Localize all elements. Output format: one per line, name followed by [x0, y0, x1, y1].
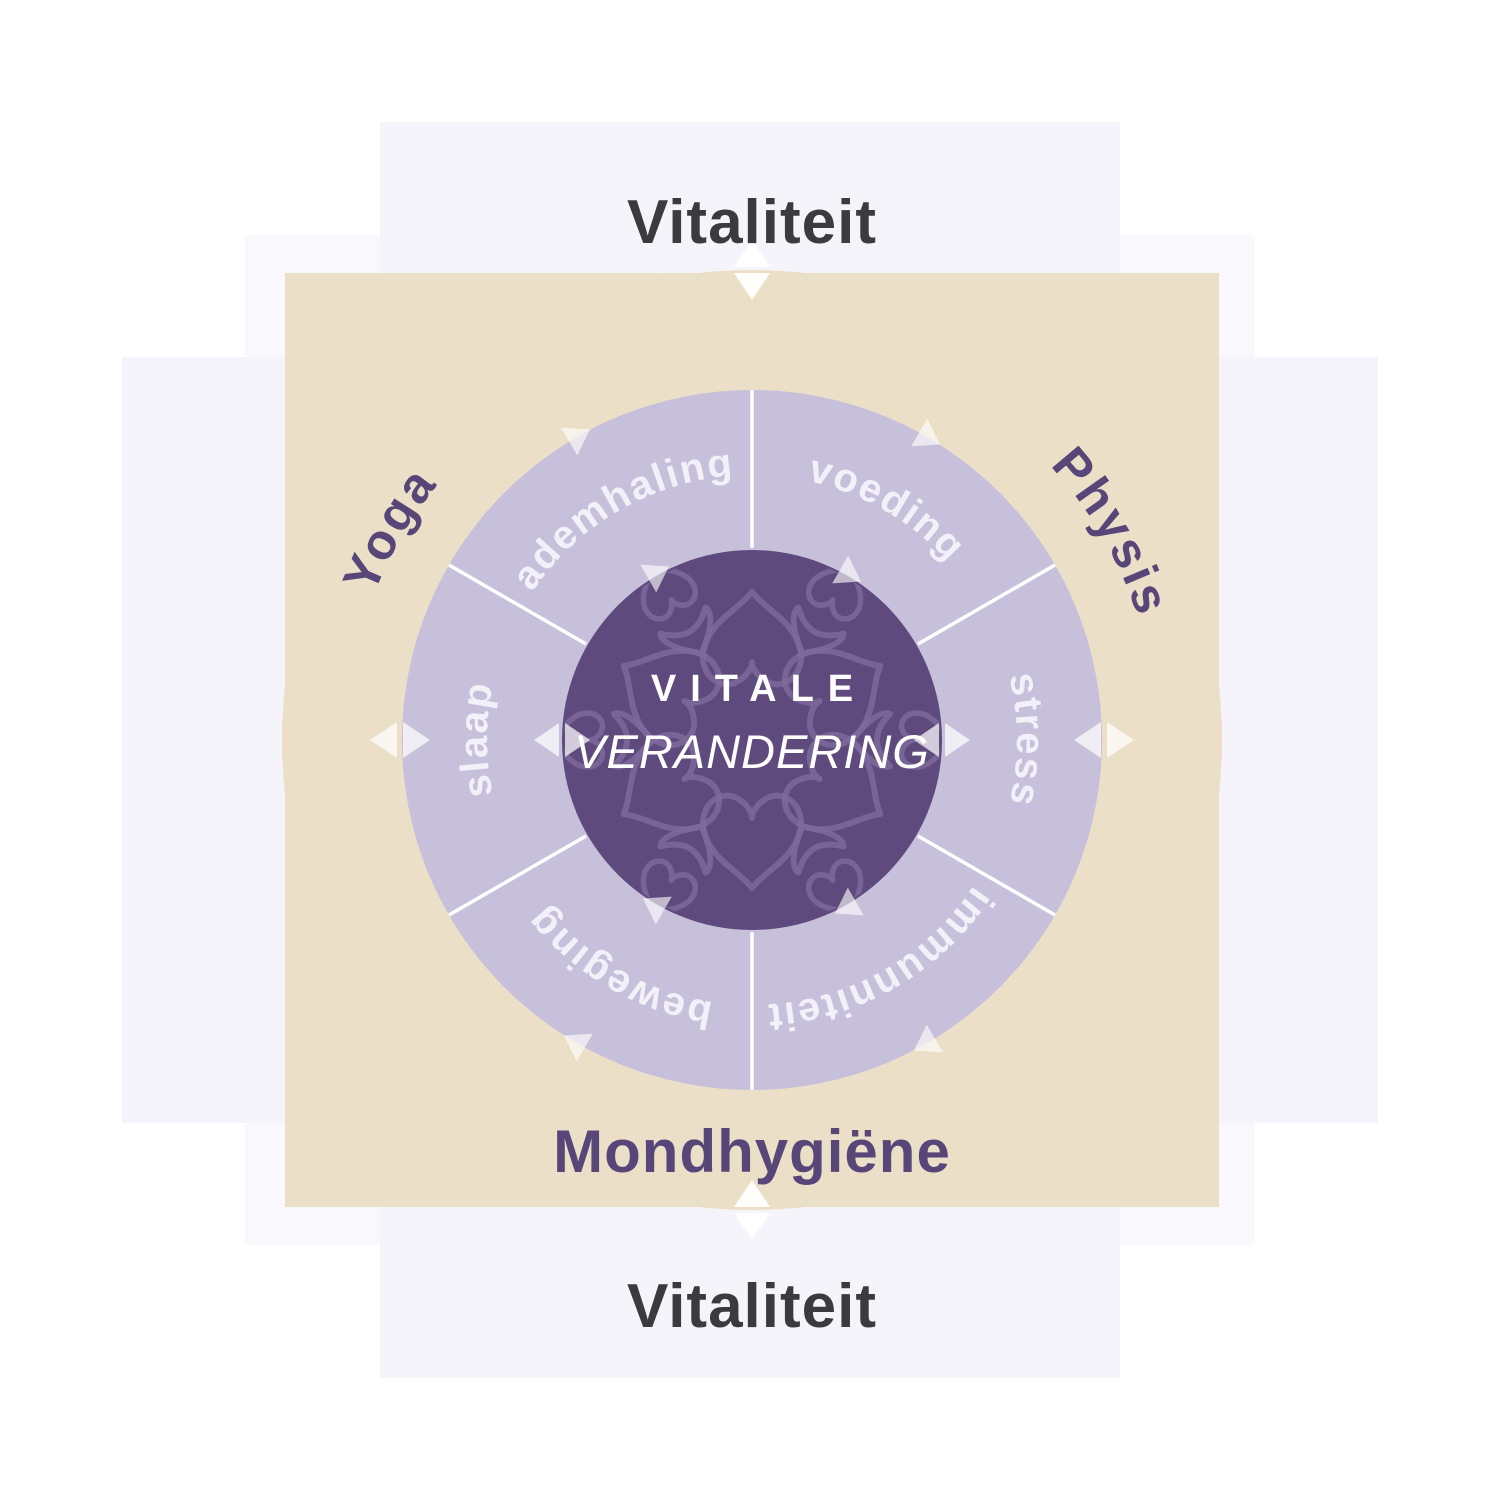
- heading-bottom: Vitaliteit: [627, 1272, 877, 1341]
- center-circle: [562, 550, 942, 930]
- axis-diamond-right-icon: [403, 722, 430, 758]
- axis-diamond-left-icon: [370, 722, 397, 758]
- axis-diamond-left-icon: [914, 723, 939, 757]
- center-title: VITALE VERANDERING: [574, 668, 930, 778]
- segment-label-slaap: slaap: [452, 678, 500, 801]
- center-title-line2: VERANDERING: [574, 725, 930, 778]
- axis-diamond-down-icon: [734, 273, 770, 300]
- heading-top: Vitaliteit: [627, 188, 877, 257]
- axis-diamond-down-icon: [734, 1213, 770, 1240]
- svg-text:stress: stress: [1001, 669, 1053, 812]
- axis-diamond-right-icon: [1107, 722, 1134, 758]
- outer-label-mondhygiene: Mondhygiëne: [553, 1118, 951, 1185]
- axis-diamond-left-icon: [1074, 722, 1101, 758]
- segment-dividers: [448, 390, 1056, 1090]
- axis-diamond-left-icon: [534, 723, 559, 757]
- axis-diamond-up-icon: [734, 240, 770, 267]
- segment-divider: [448, 563, 587, 646]
- segment-divider: [448, 834, 587, 917]
- svg-text:slaap: slaap: [452, 678, 502, 801]
- axis-diamond-right-icon: [945, 723, 970, 757]
- center-title-line1: VITALE: [651, 668, 867, 710]
- segment-divider: [917, 834, 1056, 917]
- segment-divider: [917, 563, 1056, 646]
- axis-diamond-up-icon: [734, 1180, 770, 1207]
- axis-markers: [370, 240, 1134, 1240]
- segment-label-stress: stress: [1001, 669, 1051, 812]
- axis-diamond-right-icon: [565, 723, 590, 757]
